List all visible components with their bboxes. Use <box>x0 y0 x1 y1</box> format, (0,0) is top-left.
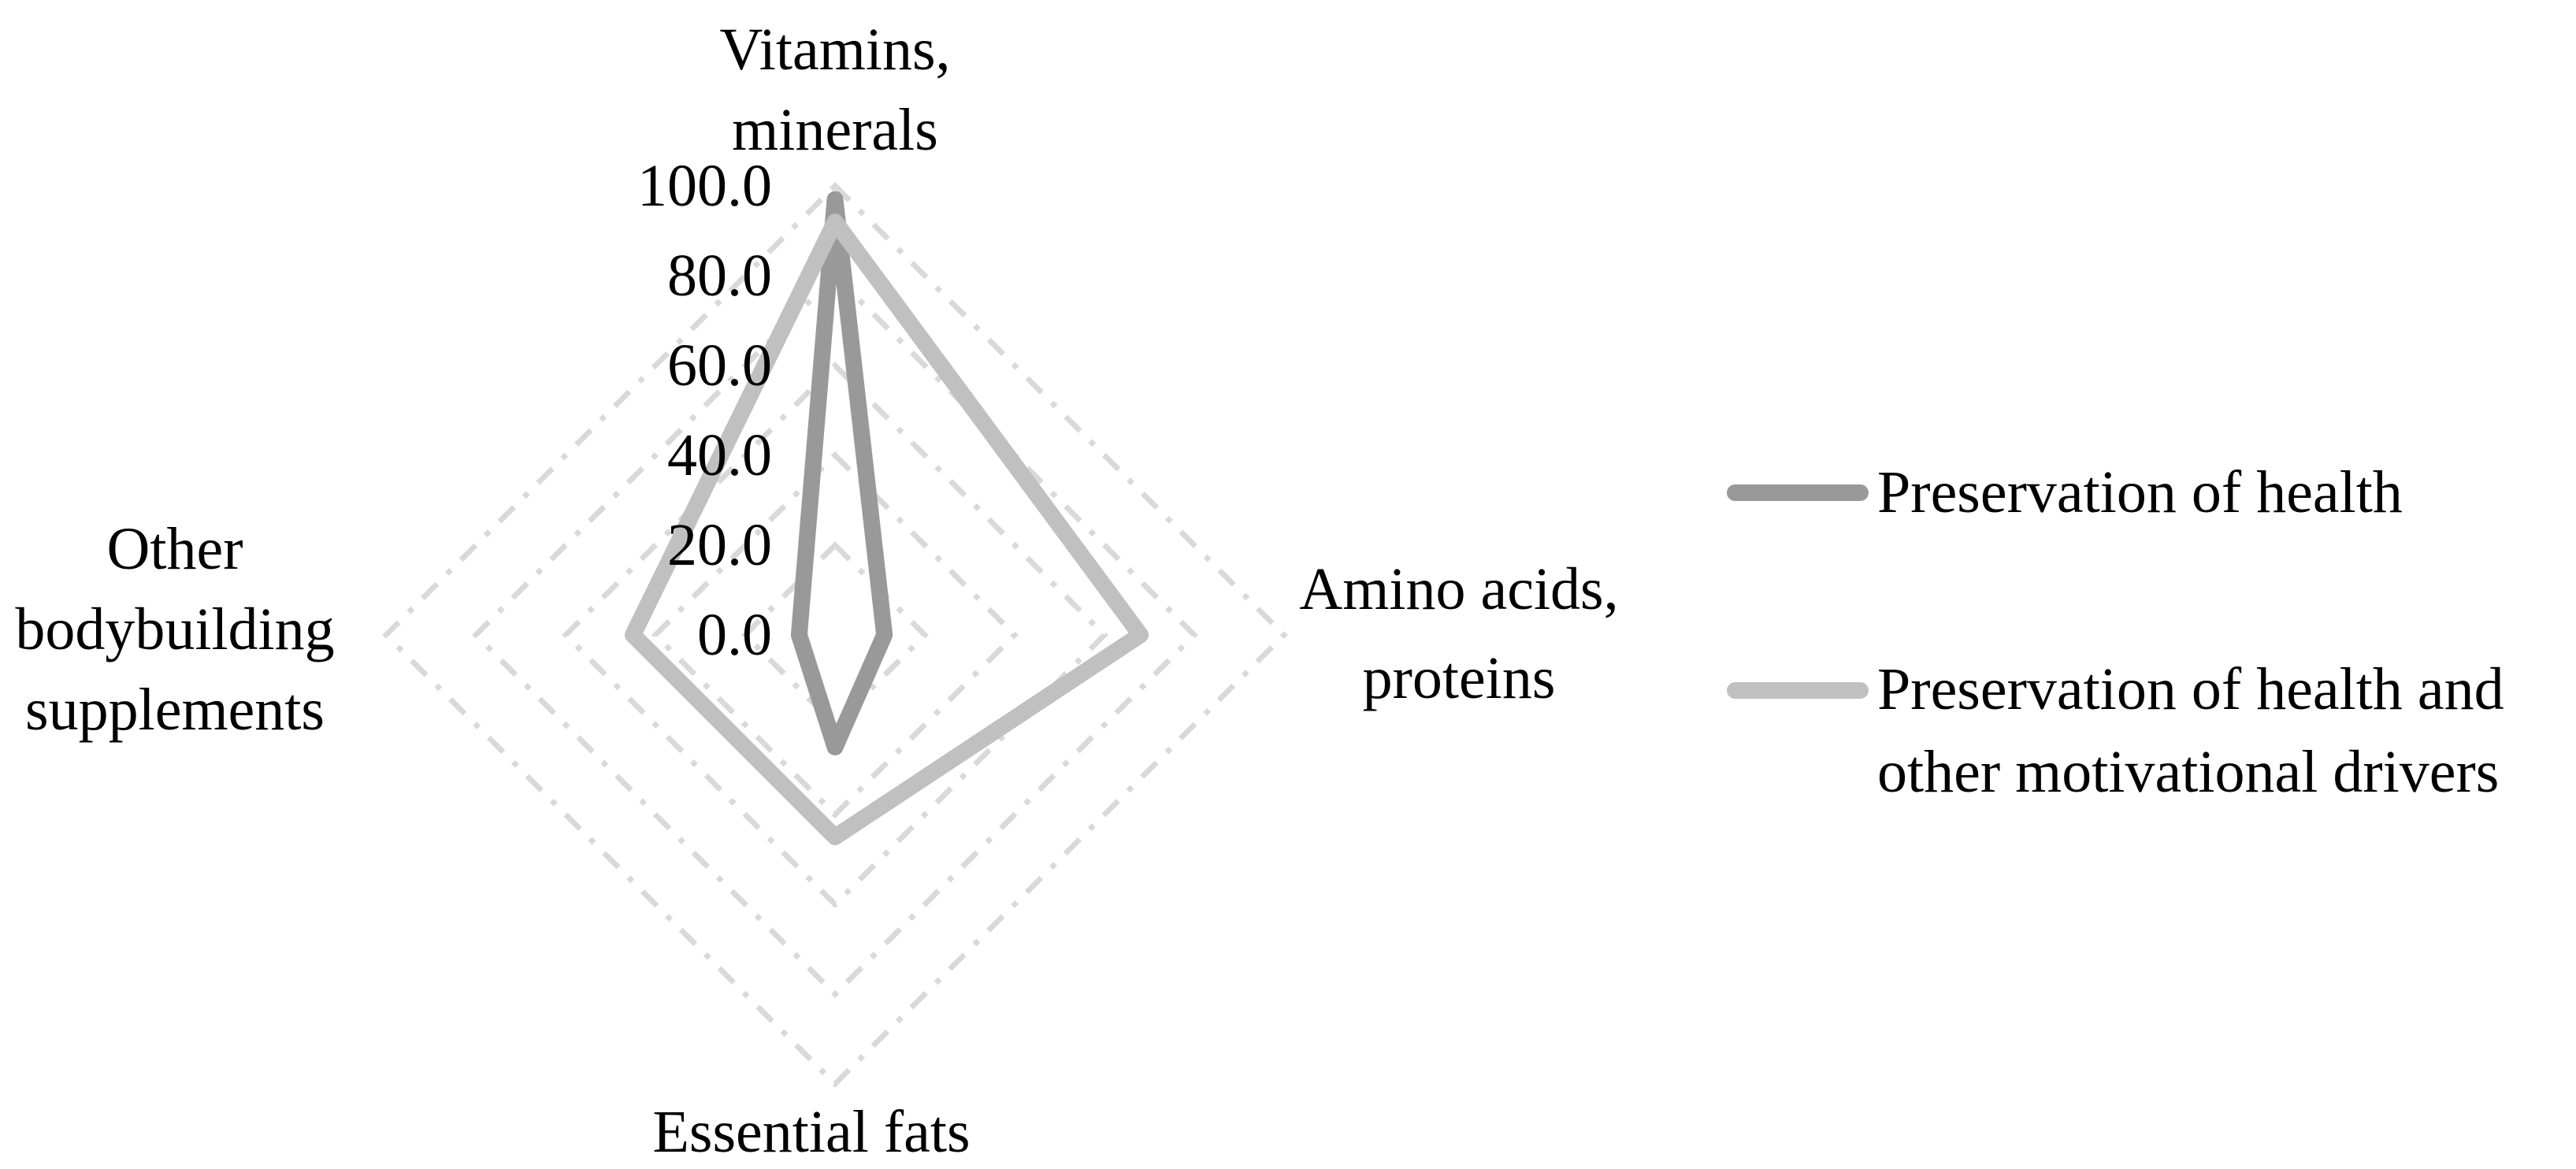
radar-gridlines <box>382 182 1288 1088</box>
gridline-ring-60 <box>562 362 1108 908</box>
category-label-line: minerals <box>732 97 938 163</box>
category-label-line: Essential fats <box>652 1099 970 1165</box>
legend-label-line: Preservation of health <box>1877 459 2403 525</box>
tick-label-20: 20.0 <box>667 512 772 578</box>
category-label-line: Amino acids, <box>1299 556 1618 622</box>
series-line-preservation-and-other-drivers <box>625 213 1149 845</box>
category-labels: Vitamins, minerals Amino acids, proteins… <box>15 17 1618 1165</box>
legend-swatch-dark-gray-line <box>1727 484 1869 501</box>
tick-label-0: 0.0 <box>697 602 772 668</box>
axis-category-label-amino-acids-proteins: Amino acids, proteins <box>1299 556 1618 711</box>
series-line-preservation-of-health <box>790 191 893 755</box>
category-label-line: Vitamins, <box>719 17 950 83</box>
axis-category-label-other-bodybuilding-supplements: Other bodybuilding supplements <box>15 516 334 743</box>
category-label-line: Other <box>106 516 243 582</box>
legend-label-line: Preservation of health and <box>1877 656 2504 722</box>
legend-label-line: other motivational drivers <box>1877 739 2499 805</box>
axis-category-label-vitamins-minerals: Vitamins, minerals <box>719 17 950 163</box>
radar-series <box>625 191 1149 845</box>
gridline-ring-40 <box>651 451 1019 818</box>
legend-swatch-light-gray-line <box>1727 682 1869 699</box>
gridline-ring-100 <box>382 182 1288 1088</box>
value-axis-tick-labels: 100.0 80.0 60.0 40.0 20.0 0.0 <box>637 153 772 668</box>
gridline-ring-20 <box>741 541 929 729</box>
category-label-line: supplements <box>25 677 325 743</box>
gridline-ring-80 <box>472 272 1198 998</box>
legend-entry-preservation-and-other-drivers: Preservation of health and other motivat… <box>1727 656 2504 805</box>
tick-label-100: 100.0 <box>637 153 772 219</box>
tick-label-60: 60.0 <box>667 332 772 399</box>
tick-label-80: 80.0 <box>667 243 772 309</box>
category-label-line: proteins <box>1363 645 1556 711</box>
legend-entry-preservation-of-health: Preservation of health <box>1727 459 2403 525</box>
category-label-line: bodybuilding <box>15 596 334 662</box>
tick-label-40: 40.0 <box>667 422 772 488</box>
chart-legend: Preservation of health Preservation of h… <box>1727 459 2504 805</box>
axis-category-label-essential-fats: Essential fats <box>652 1099 970 1165</box>
